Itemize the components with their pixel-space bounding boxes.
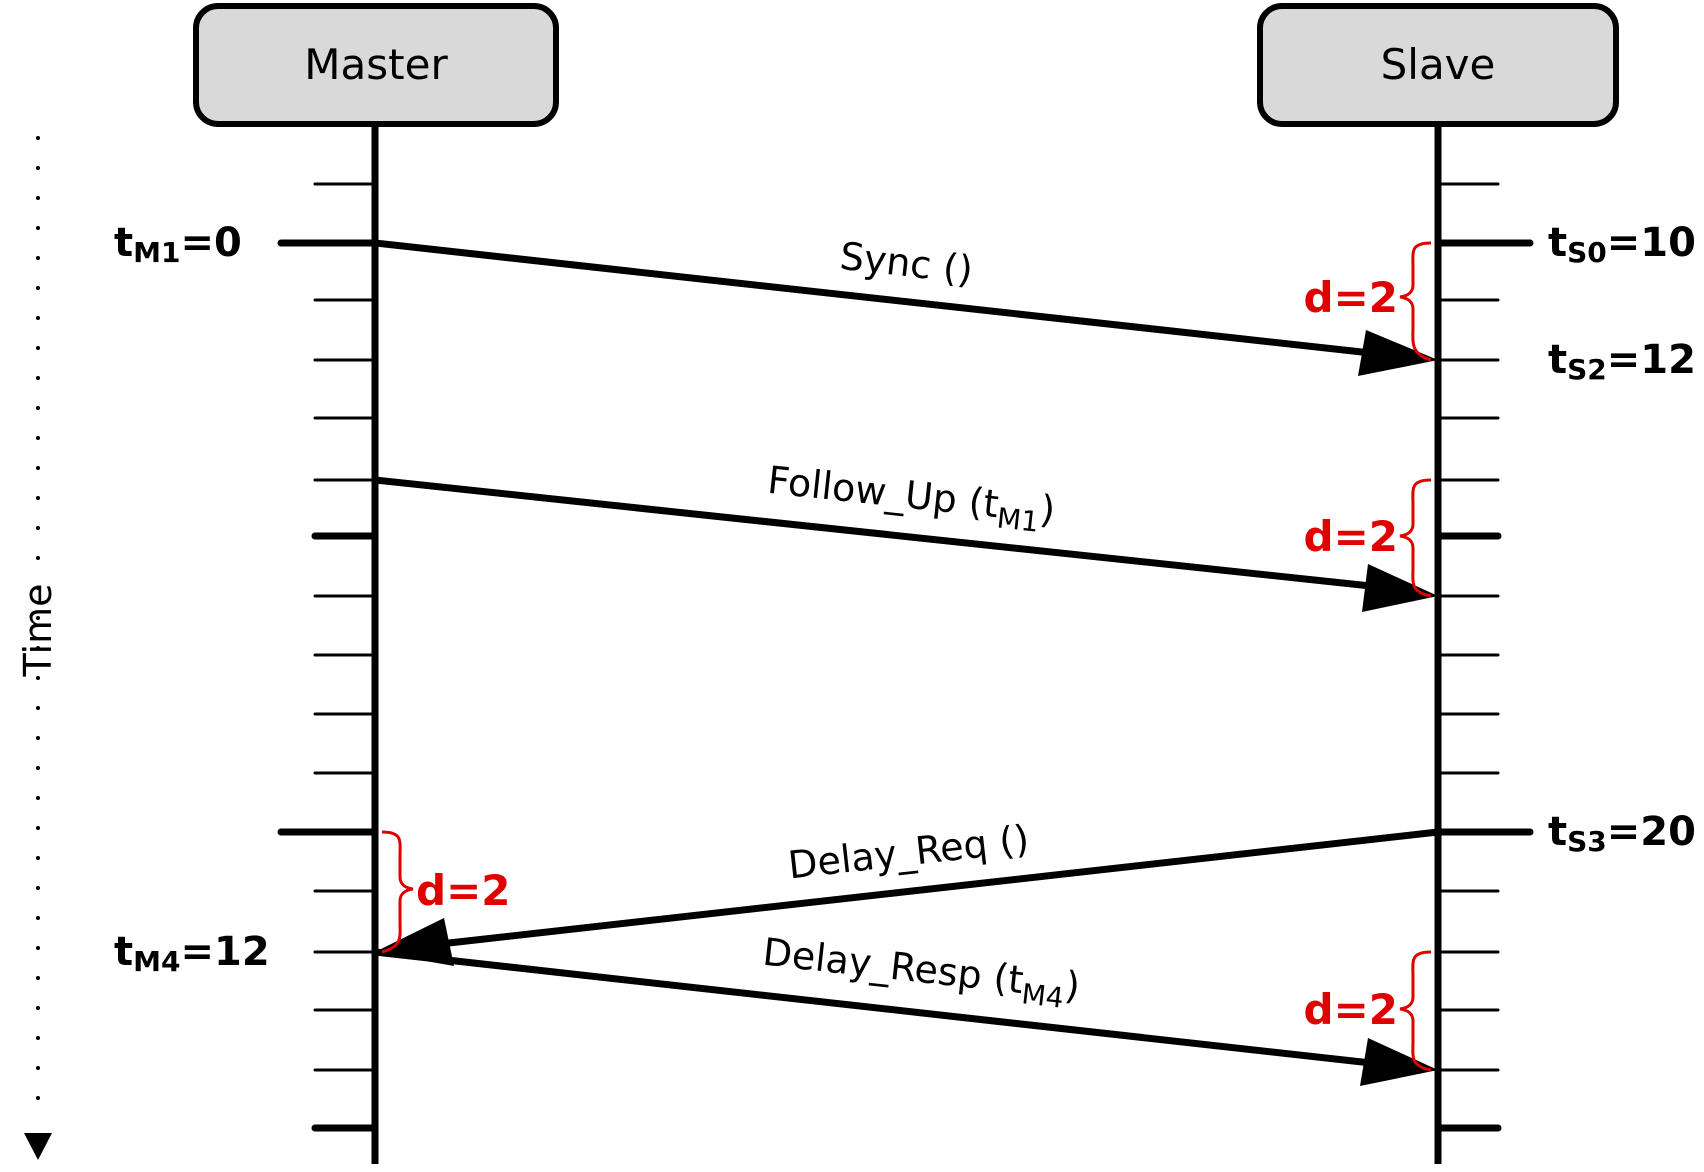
timestamp-ts0: tS0=10 [1548,220,1696,269]
message-follow-up: Follow_Up (tM1) [374,458,1438,612]
message-label: Sync () [838,234,975,292]
time-arrow-icon [24,1133,52,1160]
arrowhead-icon [1360,1038,1438,1086]
delay-label: d=2 [416,866,510,915]
timestamp-tm4: tM4=12 [114,929,270,978]
delay-label: d=2 [1304,273,1398,322]
message-delay-req: Delay_Req () [375,817,1439,966]
tick-marks [277,182,1534,1132]
message-delay-resp: Delay_Resp (tM4) [374,930,1438,1086]
arrowhead-icon [1362,564,1438,612]
message-sync: Sync () [374,234,1438,376]
delay-label: d=2 [1304,985,1398,1034]
timestamp-ts3: tS3=20 [1548,809,1696,858]
delay-brace-sync: d=2 [1304,241,1432,362]
slave-actor: Slave [1257,3,1619,127]
slave-label: Slave [1381,40,1496,89]
arrowhead-icon [1358,330,1438,376]
message-label: Delay_Req () [786,817,1031,888]
time-axis: Time [16,136,60,1160]
delay-brace-delay-req: d=2 [381,830,510,954]
master-actor: Master [193,3,559,127]
delay-brace-delay-resp: d=2 [1304,950,1432,1072]
timestamp-ts2: tS2=12 [1548,337,1696,386]
master-label: Master [304,40,448,89]
delay-label: d=2 [1304,512,1398,561]
time-axis-label: Time [16,584,60,678]
delay-brace-follow-up: d=2 [1304,478,1432,598]
timestamp-tm1: tM1=0 [114,220,242,269]
